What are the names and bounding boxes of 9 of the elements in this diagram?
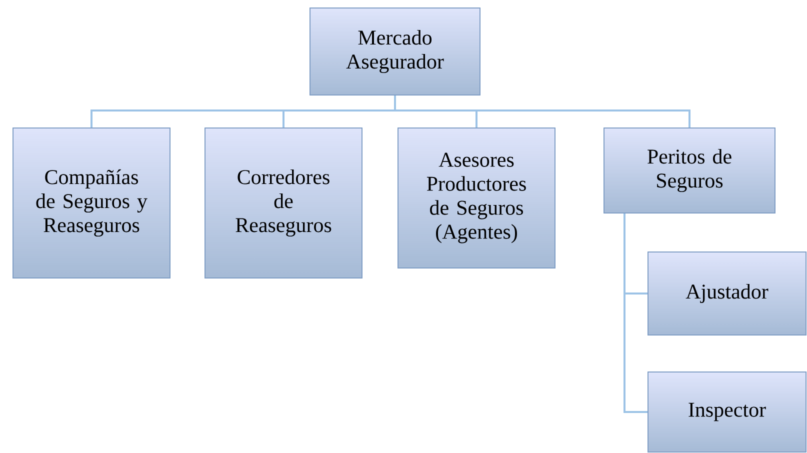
- connector-line: [624, 214, 648, 413]
- org-box: Corredores de Reaseguros: [204, 128, 362, 278]
- org-box: Inspector: [648, 372, 806, 452]
- org-box: Ajustador: [648, 252, 806, 336]
- org-box: Compañías de Seguros y Reaseguros: [12, 128, 170, 278]
- org-box: Peritos de Seguros: [604, 128, 776, 214]
- connector-line: [394, 96, 690, 128]
- org-box: Asesores Productores de Seguros (Agentes): [398, 128, 556, 268]
- org-box: Mercado Asegurador: [310, 8, 480, 96]
